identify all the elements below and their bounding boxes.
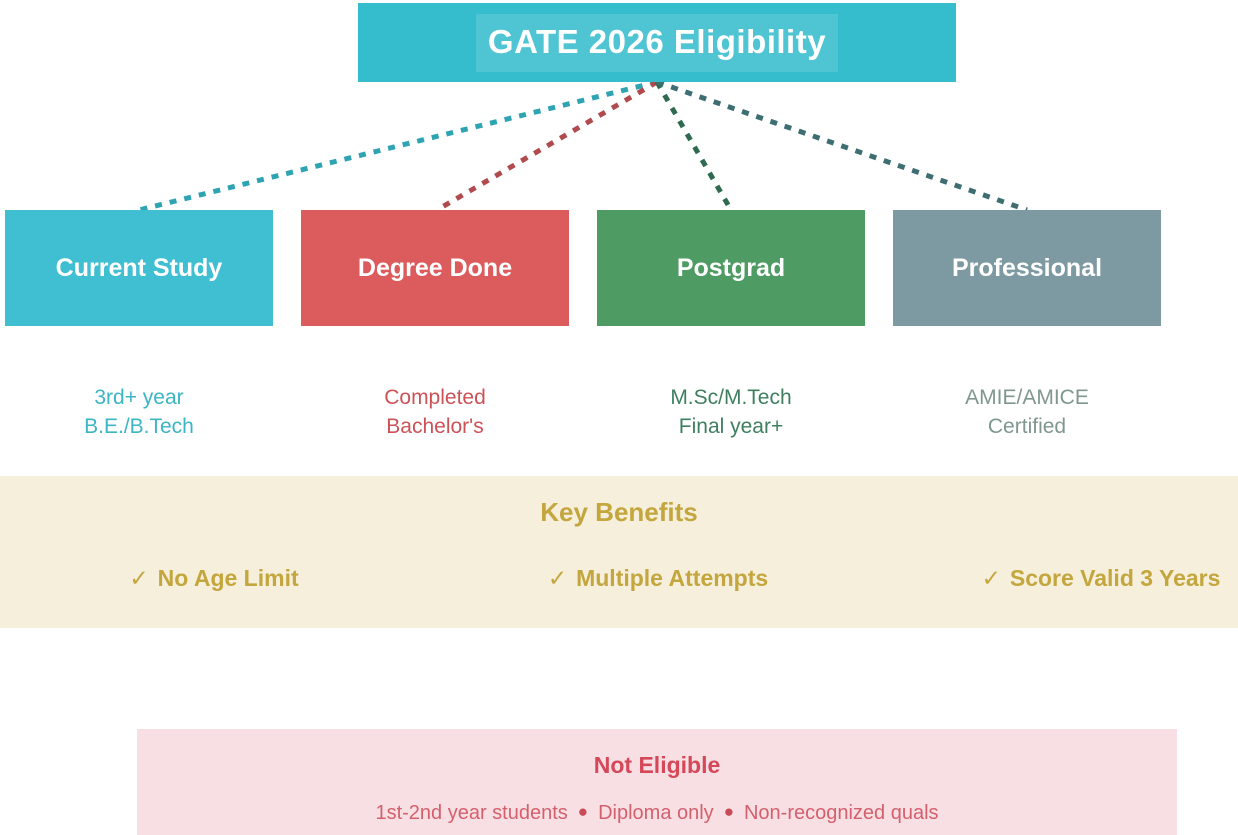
benefit-label: Score Valid 3 Years (1009, 565, 1221, 591)
category-label: Current Study (55, 253, 223, 282)
desc-line: B.E./B.Tech (84, 415, 194, 438)
category-desc-professional: AMIE/AMICE Certified (893, 383, 1161, 441)
desc-line: Certified (987, 415, 1067, 438)
desc-line: 3rd+ year (94, 386, 184, 409)
category-box-postgrad: Postgrad (597, 210, 865, 326)
desc-line: Final year+ (678, 415, 784, 438)
connector-line-0 (138, 79, 658, 213)
desc-line: M.Sc/M.Tech (670, 386, 792, 409)
title-banner: GATE 2026 Eligibility (358, 3, 956, 82)
not-eligible-item: 1st-2nd year students (375, 802, 568, 824)
check-icon: ✓ (547, 565, 568, 591)
category-label: Degree Done (357, 253, 513, 282)
key-benefits-section: Key Benefits ✓ No Age Limit ✓ Multiple Att… (0, 476, 1238, 628)
connector-line-1 (435, 79, 659, 213)
check-icon: ✓ (981, 565, 1001, 591)
benefit-label: Multiple Attempts (576, 565, 769, 591)
category-box-current-study: Current Study (5, 210, 273, 326)
benefit-item-score-valid: ✓ Score Valid 3 Years (982, 565, 1221, 592)
page-title: GATE 2026 Eligibility (487, 22, 827, 60)
benefit-label: No Age Limit (157, 565, 299, 591)
check-icon: ✓ (129, 565, 149, 591)
key-benefits-heading: Key Benefits (540, 497, 698, 527)
bullet-icon: ● (723, 802, 734, 821)
not-eligible-item: Non-recognized quals (743, 802, 939, 824)
desc-line: Completed (384, 386, 486, 409)
category-box-professional: Professional (893, 210, 1161, 326)
title-highlight: GATE 2026 Eligibility (475, 13, 839, 72)
category-label: Postgrad (676, 253, 786, 282)
benefit-item-no-age-limit: ✓ No Age Limit (129, 565, 298, 592)
connector-line-3 (656, 79, 1028, 213)
category-desc-postgrad: M.Sc/M.Tech Final year+ (597, 383, 865, 441)
connector-line-2 (654, 80, 734, 212)
not-eligible-detail: 1st-2nd year students ● Diploma only ● Non-r… (137, 802, 1177, 825)
category-label: Professional (951, 253, 1103, 282)
not-eligible-heading: Not Eligible (593, 752, 721, 778)
not-eligible-section: Not Eligible 1st-2nd year students ● Diplo… (137, 729, 1177, 835)
desc-line: Bachelor's (386, 415, 484, 438)
benefit-item-multiple-attempts: ✓ Multiple Attempts (548, 565, 768, 592)
category-box-degree-done: Degree Done (301, 210, 569, 326)
category-desc-degree-done: Completed Bachelor's (301, 383, 569, 441)
category-desc-current-study: 3rd+ year B.E./B.Tech (5, 383, 273, 441)
desc-line: AMIE/AMICE (965, 386, 1089, 409)
bullet-icon: ● (577, 802, 589, 821)
not-eligible-item: Diploma only (598, 802, 714, 824)
